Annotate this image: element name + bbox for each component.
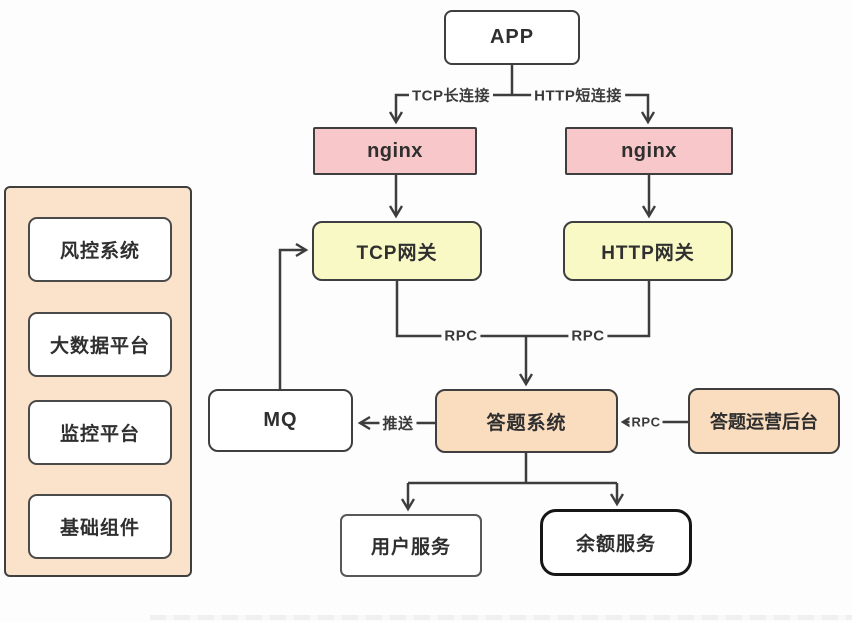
node-user-service: 用户服务	[340, 514, 482, 577]
scan-artifact	[150, 615, 852, 620]
edge-label-tcp-long-connection: TCP长连接	[408, 84, 494, 106]
edge-http-gateway-rpc	[526, 281, 651, 338]
infrastructure-sidebar: 风控系统 大数据平台 监控平台 基础组件	[4, 186, 192, 577]
node-nginx-tcp: nginx	[313, 127, 477, 175]
sidebar-item-big-data-platform: 大数据平台	[28, 312, 172, 377]
sidebar-item-risk-control: 风控系统	[28, 217, 172, 282]
edge-answer-system-fanout	[408, 453, 617, 485]
edge-label-push: 推送	[379, 412, 417, 434]
node-app: APP	[444, 10, 580, 65]
sidebar-item-basic-components: 基础组件	[28, 494, 172, 559]
node-mq: MQ	[208, 389, 353, 452]
edge-label-rpc-right: RPC	[568, 327, 608, 345]
edge-label-http-short-connection: HTTP短连接	[531, 84, 625, 106]
edge-label-rpc-admin: RPC	[629, 414, 663, 430]
node-http-gateway: HTTP网关	[563, 221, 733, 281]
sidebar-item-monitoring-platform: 监控平台	[28, 400, 172, 465]
node-nginx-http: nginx	[565, 127, 733, 175]
edge-tcp-gateway-rpc	[395, 281, 526, 338]
node-balance-service: 余额服务	[540, 509, 692, 576]
node-tcp-gateway: TCP网关	[312, 221, 482, 281]
node-answer-ops-backend: 答题运营后台	[688, 388, 840, 454]
edge-label-rpc-left: RPC	[441, 327, 481, 345]
edge-mq-to-tcp-gateway	[278, 250, 306, 389]
node-answer-system: 答题系统	[435, 389, 618, 453]
